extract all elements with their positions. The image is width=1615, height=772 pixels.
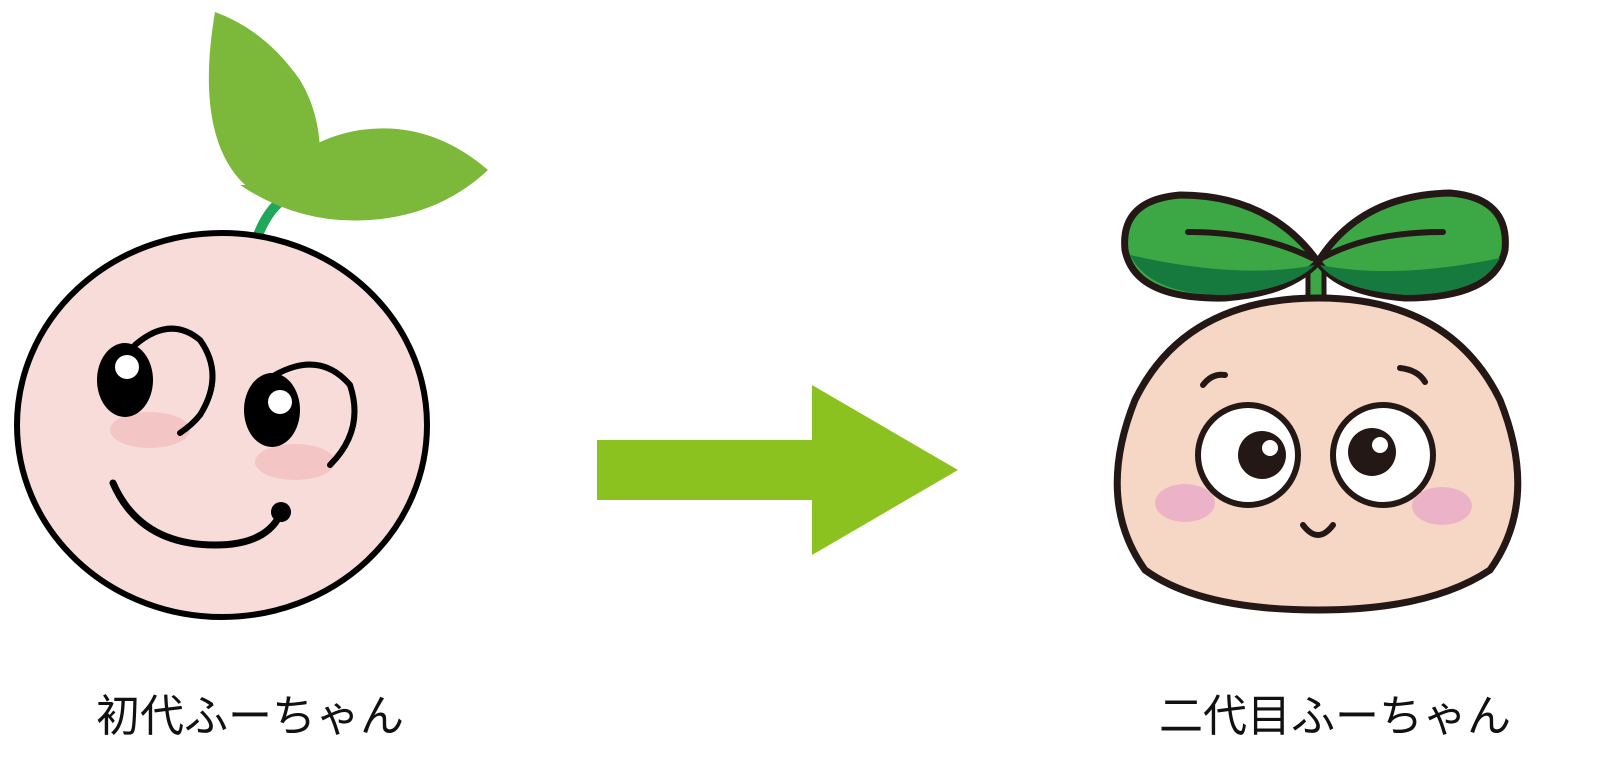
eyebrow-left (1200, 371, 1228, 388)
first-generation-mascot (14, 12, 488, 620)
eye-highlight (115, 355, 139, 379)
eyebrow-right (1397, 365, 1428, 385)
leaf-right-shade (1320, 258, 1500, 295)
eye-outline-right (272, 361, 358, 468)
leaf-vein (1319, 229, 1446, 261)
face (14, 230, 430, 620)
smile-dot (271, 502, 291, 522)
left-caption: 初代ふーちゃん (96, 691, 404, 742)
leaf-right (240, 128, 488, 221)
face (1113, 294, 1522, 614)
pupil-left (97, 343, 153, 417)
smile (109, 479, 284, 549)
cheek (1155, 484, 1215, 522)
eye-highlight (268, 390, 292, 414)
leaf-vein (1185, 229, 1315, 261)
leaf-left-shade (1130, 255, 1315, 295)
cheek (110, 412, 190, 448)
arrow-right-icon (597, 385, 958, 555)
mouth (1300, 522, 1336, 538)
eye-highlight (1372, 437, 1388, 453)
right-caption: 二代目ふーちゃん (1159, 691, 1511, 742)
second-generation-mascot (1113, 189, 1522, 614)
cheek (255, 444, 335, 480)
eye-outline-left (132, 325, 216, 436)
leaf-left (208, 12, 320, 205)
cheek (1412, 487, 1472, 525)
eye-highlight (1262, 440, 1278, 456)
pupil-right (1348, 428, 1396, 476)
pupil-left (1238, 431, 1286, 479)
